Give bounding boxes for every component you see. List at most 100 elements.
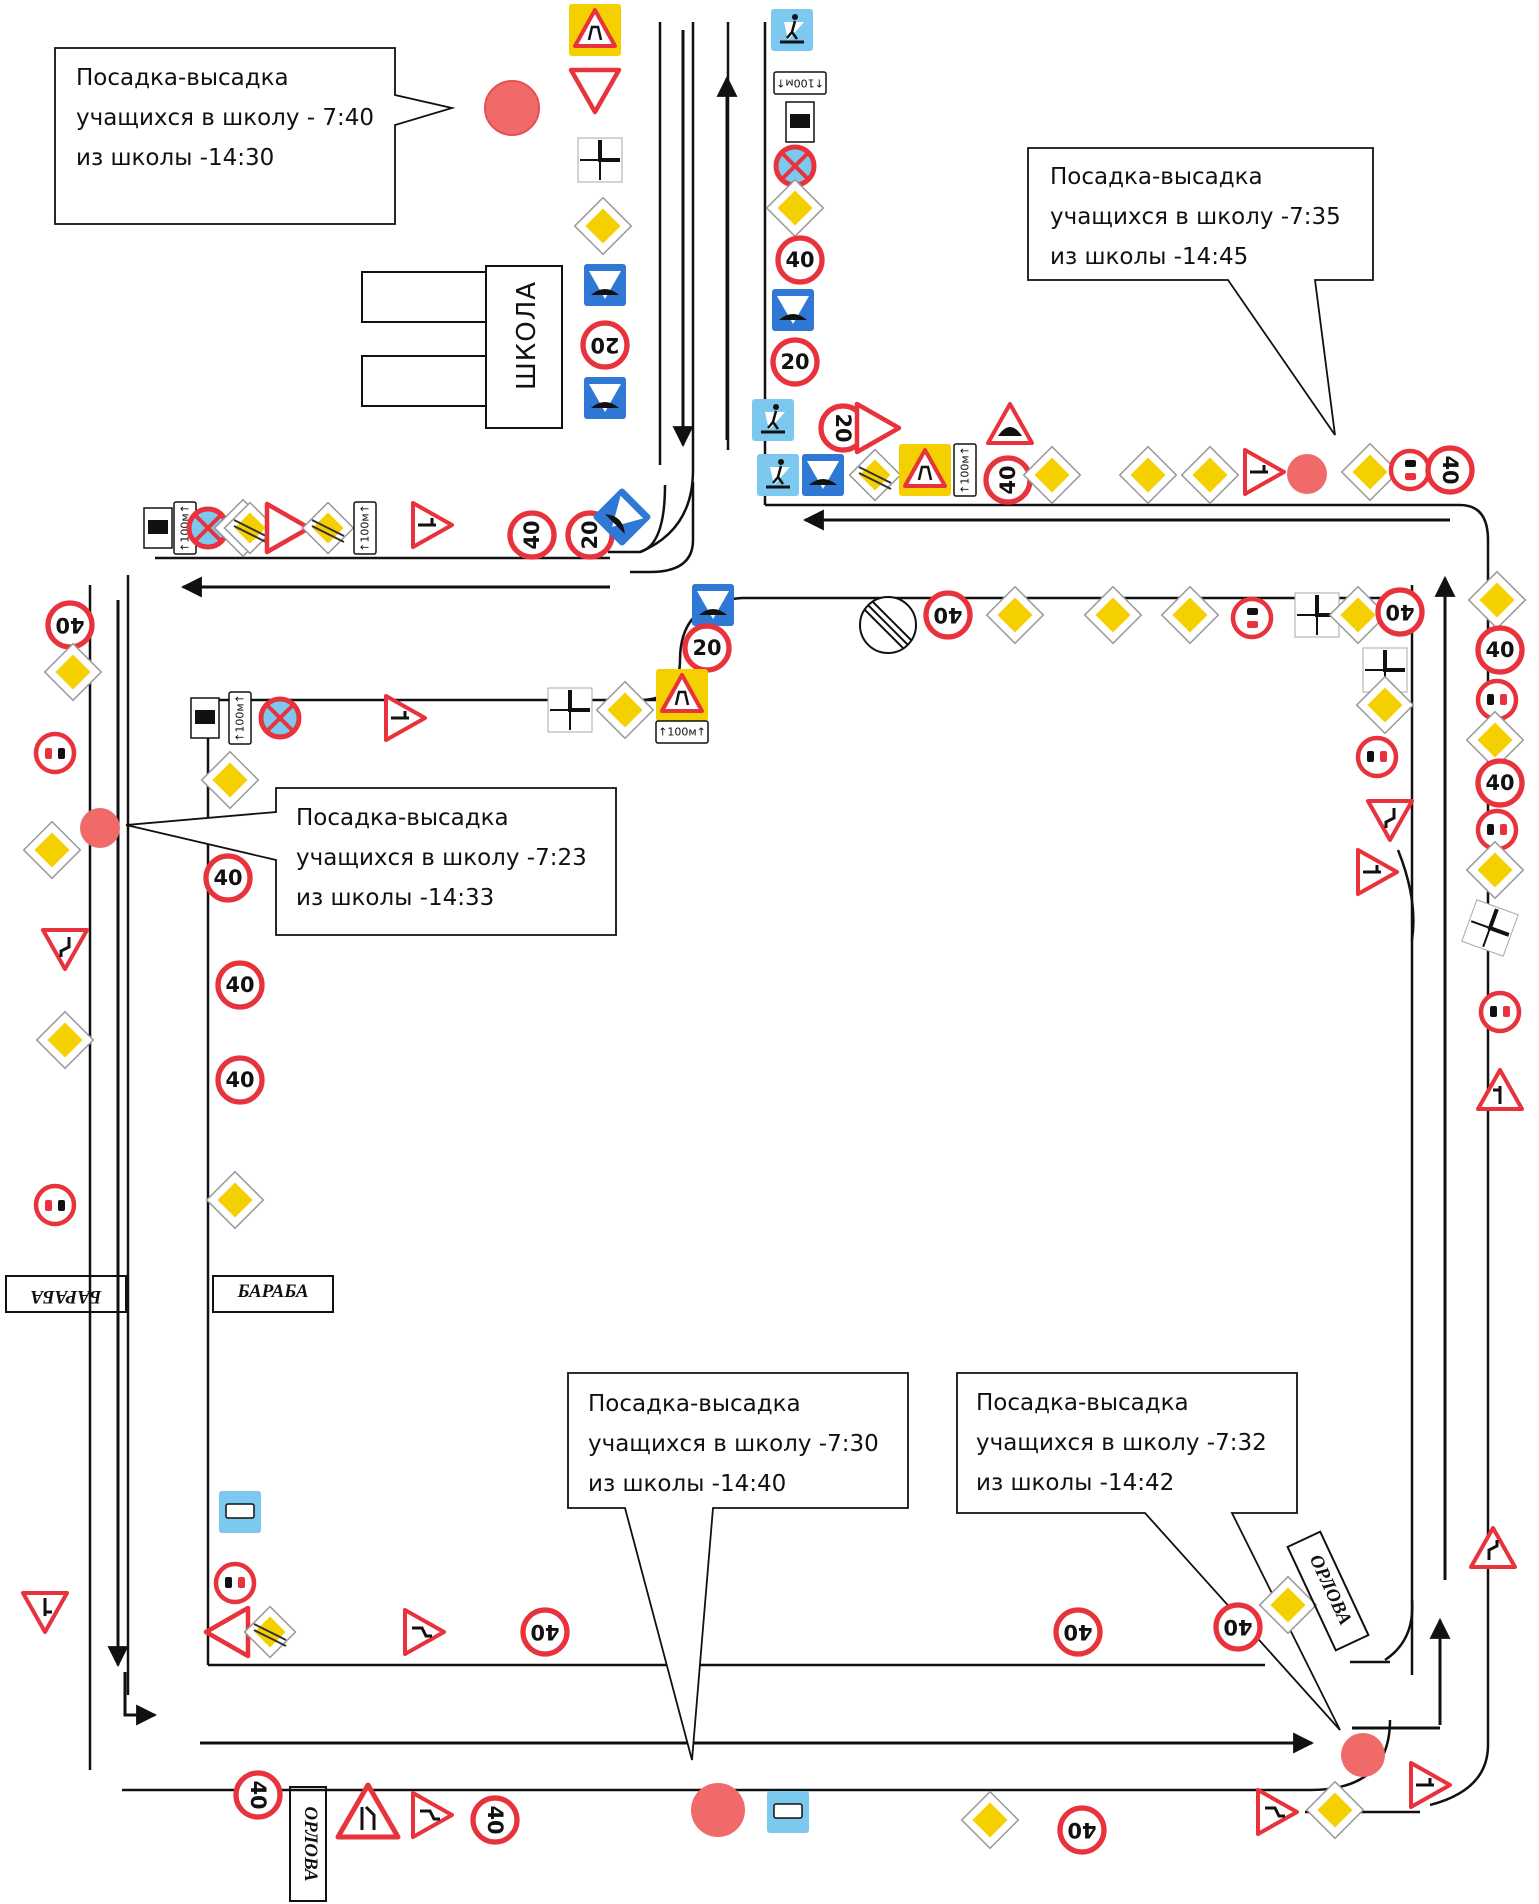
main-road-icon (573, 196, 633, 256)
callout-shapes (54, 47, 1374, 1761)
svg-text:40: 40 (933, 603, 962, 627)
bus-stop-marker (484, 80, 540, 136)
main-road-icon (765, 178, 825, 238)
speed-limit-20-sign: 20 (682, 623, 732, 673)
truck-plate-icon (143, 507, 173, 549)
speed-limit-40-sign: 40 (1375, 587, 1425, 637)
no-overtaking-icon (1388, 448, 1432, 492)
speed-limit-40-sign: 40 (507, 510, 557, 560)
svg-text:↑100м↑: ↑100м↑ (179, 504, 192, 552)
speed-limit-20-sign: 20 (770, 337, 820, 387)
svg-text:20: 20 (780, 350, 809, 374)
hump-icon (584, 264, 626, 306)
warning-triangle-icon (411, 501, 454, 549)
main-road-icon (205, 1170, 265, 1230)
warning-triangle-icon (1356, 848, 1399, 896)
svg-text:40: 40 (1485, 638, 1514, 662)
give-way-icon (264, 501, 312, 555)
callout-from-school: из школы -14:45 (1050, 244, 1249, 270)
svg-text:40: 40 (55, 613, 84, 637)
hump-icon (802, 454, 844, 496)
main-road-icon (1340, 442, 1400, 502)
bus-stop-marker (691, 1783, 745, 1837)
crossroads-icon (577, 137, 623, 183)
school-label: ШКОЛА (512, 280, 542, 390)
callout-2-shape (1027, 147, 1374, 436)
bus-stop-marker (1341, 1733, 1385, 1777)
main-road-icon (1160, 585, 1220, 645)
warning-triangle-icon (1476, 1068, 1524, 1111)
main-road-icon (1465, 710, 1525, 770)
svg-text:20: 20 (692, 636, 721, 660)
warning-triangle-icon (21, 1591, 69, 1634)
end-main-road-icon (243, 1605, 297, 1659)
callout-title: Посадка-высадка (296, 805, 509, 831)
truck-plate-icon (190, 697, 220, 739)
warning-triangle-icon (986, 402, 1034, 445)
speed-limit-40-sign: 40 (1057, 1805, 1107, 1855)
svg-text:20: 20 (578, 520, 602, 549)
callout-title: Посадка-высадка (588, 1391, 801, 1417)
svg-text:↑100м↑: ↑100м↑ (776, 77, 824, 90)
crosswalk-icon (752, 399, 794, 441)
speed-limit-40-sign: 40 (203, 853, 253, 903)
main-road-icon (985, 585, 1045, 645)
svg-text:40: 40 (1385, 600, 1414, 624)
main-road-icon (1118, 445, 1178, 505)
bus-stop-marker (1287, 454, 1327, 494)
road-signs: 20 ↑100м↑ 40 20 20 ↑100м↑ 40 40 ↑100м↑ ↑100м↑ 40 20… (21, 4, 1527, 1855)
callout-to-school: учащихся в школу -7:35 (1050, 204, 1341, 230)
svg-text:40: 40 (225, 973, 254, 997)
give-way-icon (568, 67, 622, 115)
main-road-icon (1258, 1575, 1318, 1635)
main-road-icon (1022, 445, 1082, 505)
distance-plate-icon: ↑100м↑ (353, 501, 377, 555)
street-label-baraba-right: БАРАБА (212, 1275, 334, 1313)
callout-pickup-740: Посадка-высадка учащихся в школу - 7:40 … (76, 58, 374, 178)
end-speed-limit-icon (859, 596, 917, 654)
speed-limit-40-sign: 40 (923, 590, 973, 640)
callout-title: Посадка-высадка (1050, 164, 1263, 190)
svg-text:20: 20 (831, 413, 855, 442)
warning-triangle-icon (384, 694, 427, 742)
svg-text:20: 20 (590, 333, 619, 357)
bus-stop-icon (767, 1791, 809, 1833)
give-way-icon (854, 401, 902, 455)
main-road-icon (1083, 585, 1143, 645)
callout-to-school: учащихся в школу -7:23 (296, 845, 587, 871)
hump-icon (593, 488, 651, 546)
children-icon (584, 377, 626, 419)
give-way-icon (203, 1605, 251, 1659)
no-overtaking-icon (33, 1183, 77, 1227)
main-road-icon (960, 1790, 1020, 1850)
callout-pickup-732: Посадка-высадка учащихся в школу -7:32 и… (976, 1383, 1267, 1503)
no-overtaking-icon (1230, 596, 1274, 640)
main-road-icon (22, 820, 82, 880)
callout-title: Посадка-высадка (76, 65, 289, 91)
speed-limit-40-sign: 40 (775, 235, 825, 285)
end-main-road-icon (223, 501, 277, 555)
speed-limit-40-sign: 40 (520, 1607, 570, 1657)
callout-pickup-723: Посадка-высадка учащихся в школу -7:23 и… (296, 798, 587, 918)
children-warning-icon (569, 4, 621, 56)
warning-triangle-icon (1366, 799, 1414, 842)
end-main-road-icon (848, 448, 902, 502)
speed-limit-40-sign: 40 (1475, 758, 1525, 808)
direction-arrows (107, 30, 1456, 1754)
main-road-icon (35, 1010, 95, 1070)
speed-limit-40-sign: 40 (215, 1055, 265, 1105)
callout-3-shape (125, 787, 617, 936)
svg-text:↑100м↑: ↑100м↑ (959, 446, 972, 494)
callout-from-school: из школы -14:30 (76, 145, 275, 171)
no-stopping-icon (258, 696, 302, 740)
callout-to-school: учащихся в школу - 7:40 (76, 105, 375, 131)
bus-stop-icon (219, 1491, 261, 1533)
warning-triangle-icon (1469, 1526, 1517, 1569)
main-road-icon (1465, 840, 1525, 900)
speed-limit-40-sign: 40 (215, 960, 265, 1010)
hump-icon (692, 584, 734, 626)
school-building (361, 265, 563, 429)
crossroads-icon (547, 687, 593, 733)
callout-to-school: учащихся в школу -7:32 (976, 1430, 1267, 1456)
end-main-road-icon (301, 501, 355, 555)
